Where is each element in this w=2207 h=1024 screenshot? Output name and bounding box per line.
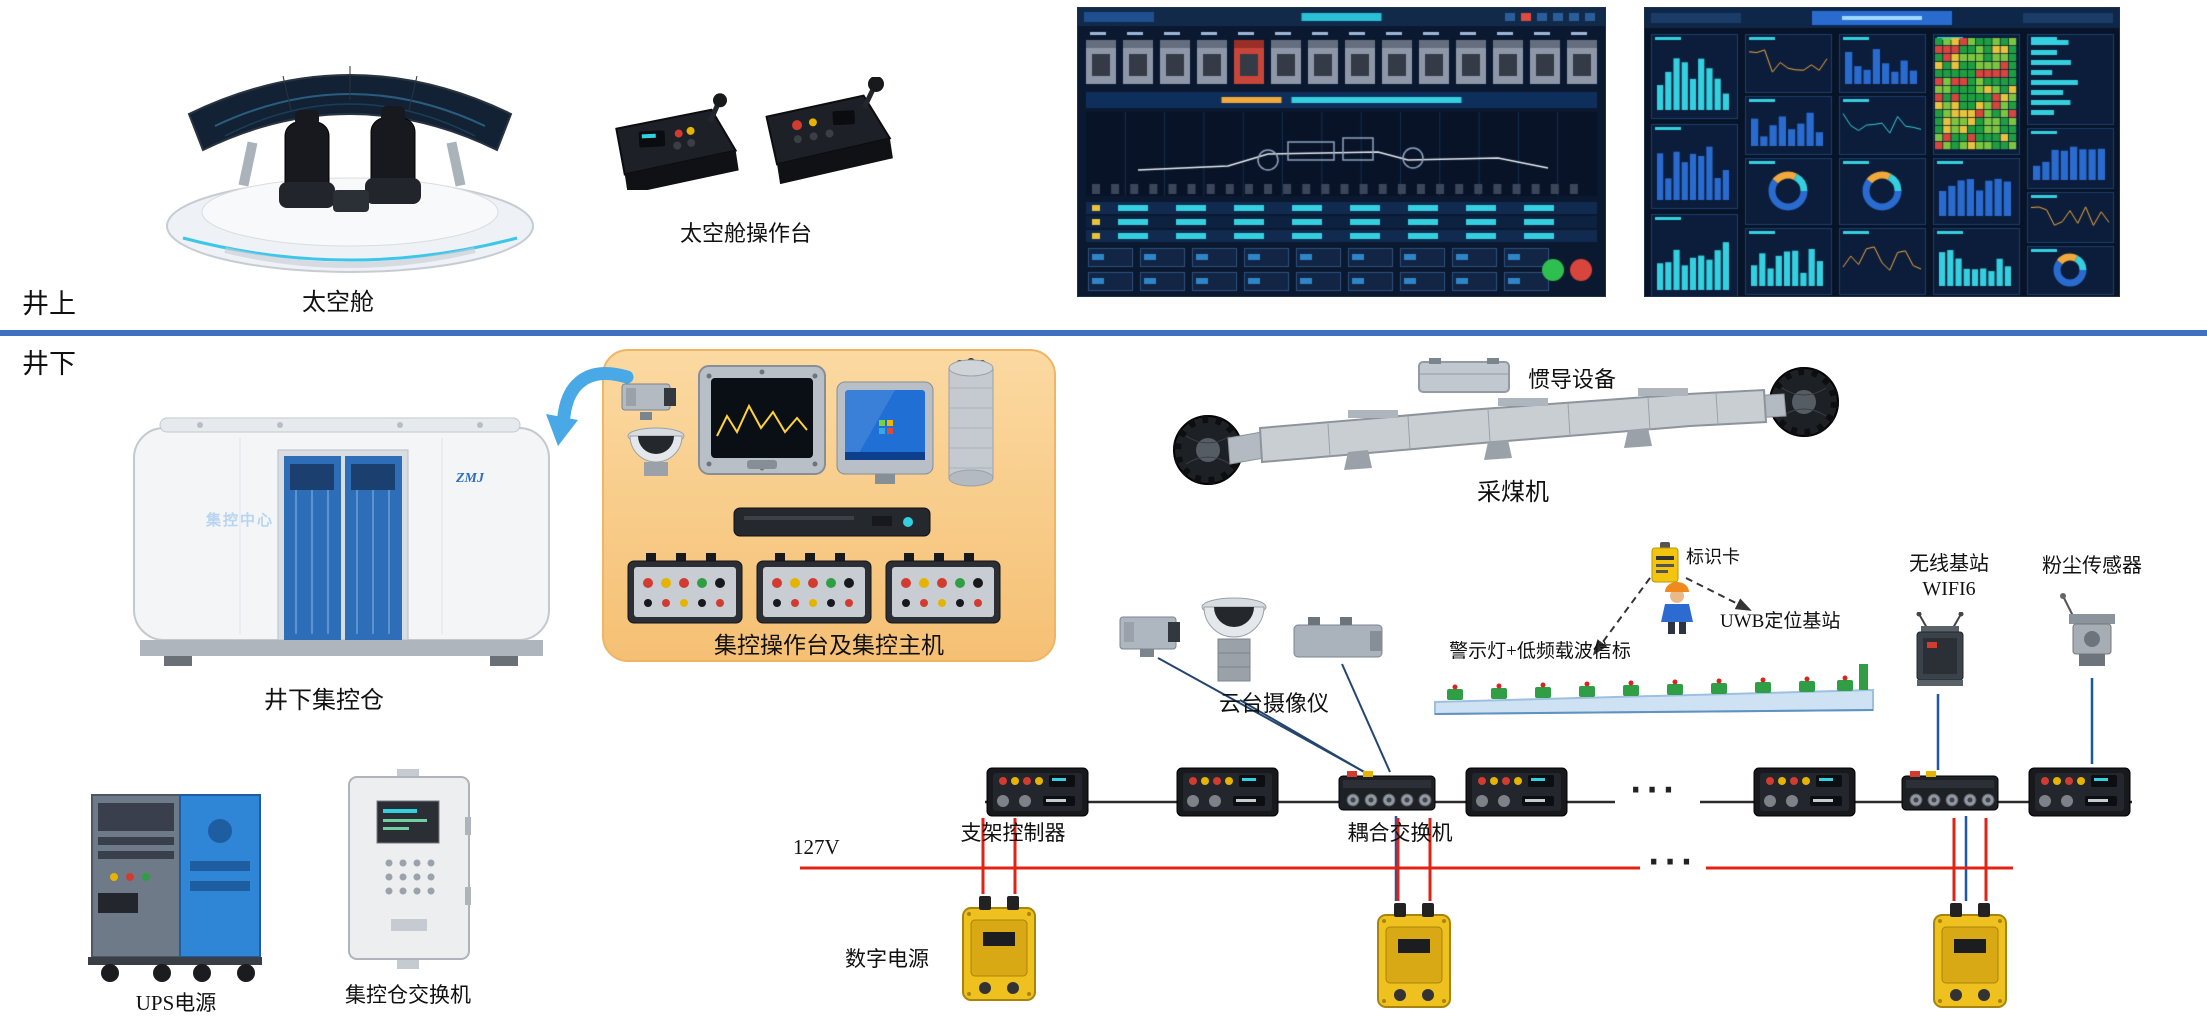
- inertial-navigation-unit: [1418, 358, 1510, 393]
- wifi-label-line1: 无线基站: [1909, 553, 1989, 575]
- capsule-label: 太空舱: [302, 290, 374, 316]
- uwb-anchor-pole: [1859, 664, 1868, 690]
- digital-power-box: [1928, 901, 2012, 1013]
- control-panel-3: [884, 551, 1002, 627]
- host-monitor: [836, 381, 934, 484]
- surveillance-box-camera-icon: [621, 383, 676, 420]
- ups-power-unit: [88, 794, 262, 982]
- control-host-server: [733, 507, 931, 537]
- pilot-seat-right: [365, 106, 421, 204]
- coal-shearer: [1173, 367, 1839, 485]
- surface-underground-divider: [0, 330, 2207, 336]
- wifi-base-station-label: 无线基站 WIFI6: [1894, 552, 2004, 602]
- support-controller-label: 支架控制器: [960, 821, 1066, 845]
- underground-control-cabin: [133, 417, 550, 666]
- miner-worker-figure: [1661, 582, 1693, 634]
- cabin-switch-box: [348, 769, 471, 969]
- cabin-logo-text: ZMJ: [456, 471, 484, 486]
- digital-power-box: [1372, 901, 1456, 1013]
- underground-section-label: 井下: [22, 349, 76, 379]
- ptz-camera-label: 云台摄像仪: [1218, 691, 1329, 716]
- dust-sensor: [2060, 593, 2115, 666]
- support-controller: [1752, 764, 1857, 820]
- control-panel-1: [626, 551, 744, 627]
- console-group-label: 集控操作台及集控主机: [714, 633, 944, 658]
- cylindrical-host-unit: [948, 358, 994, 487]
- support-controller: [1464, 764, 1569, 820]
- control-dashboard-screenshot: [1077, 7, 1606, 297]
- box-camera-icon: [1119, 616, 1180, 657]
- power-line-ellipsis: ···: [1648, 845, 1698, 880]
- pilot-seat-left: [279, 110, 335, 208]
- cabin-switch-label: 集控仓交换机: [345, 983, 471, 1007]
- support-controller: [985, 764, 1090, 820]
- support-controller: [1175, 764, 1280, 820]
- support-controller: [2027, 764, 2132, 820]
- right-cutting-drum: [1769, 367, 1839, 437]
- surface-section-label: 井上: [22, 289, 76, 319]
- inertial-nav-label: 惯导设备: [1528, 367, 1617, 392]
- explosion-proof-monitor: [698, 365, 826, 475]
- beacon-label: 警示灯+低频载波信标: [1449, 641, 1631, 662]
- capsule-console: [615, 77, 893, 190]
- coupling-switch-label: 耦合交换机: [1347, 821, 1453, 845]
- uwb-base-station-label: UWB定位基站: [1720, 611, 1841, 632]
- wifi-label-line2: WIFI6: [1922, 578, 1976, 600]
- pointer-arrow: [546, 367, 634, 446]
- cabin-brand-text: 集控中心: [206, 513, 275, 529]
- coupling-switch: [1337, 770, 1437, 816]
- id-card-label: 标识卡: [1686, 547, 1740, 567]
- carrier-beacon-icons: [1447, 675, 1853, 700]
- ups-label: UPS电源: [135, 991, 217, 1015]
- voltage-label: 127V: [793, 835, 840, 859]
- control-panel-2: [755, 551, 873, 627]
- wifi6-base-station: [1916, 612, 1964, 686]
- space-capsule-simulator: [166, 66, 534, 273]
- coupling-switch: [1900, 770, 2000, 816]
- control-console-group-box: 集控操作台及集控主机: [602, 349, 1056, 662]
- warning-lamp-beacon-strip: [1434, 664, 1874, 716]
- dome-camera-icon: [627, 427, 685, 476]
- digital-power-box: [957, 894, 1041, 1006]
- flat-camera-icon: [1293, 617, 1383, 658]
- shearer-label: 采煤机: [1477, 480, 1549, 506]
- digital-power-label: 数字电源: [845, 947, 929, 971]
- capsule-console-label: 太空舱操作台: [679, 221, 812, 246]
- analytics-dashboard-screenshot: [1644, 7, 2120, 297]
- cabin-label: 井下集控仓: [264, 688, 384, 714]
- ptz-camera-group: [1119, 597, 1383, 682]
- dome-camera-icon: [1201, 597, 1267, 682]
- row-continuation-ellipsis: ···: [1630, 773, 1680, 808]
- identification-card-icon: [1651, 542, 1679, 583]
- dust-sensor-label: 粉尘传感器: [2042, 555, 2142, 577]
